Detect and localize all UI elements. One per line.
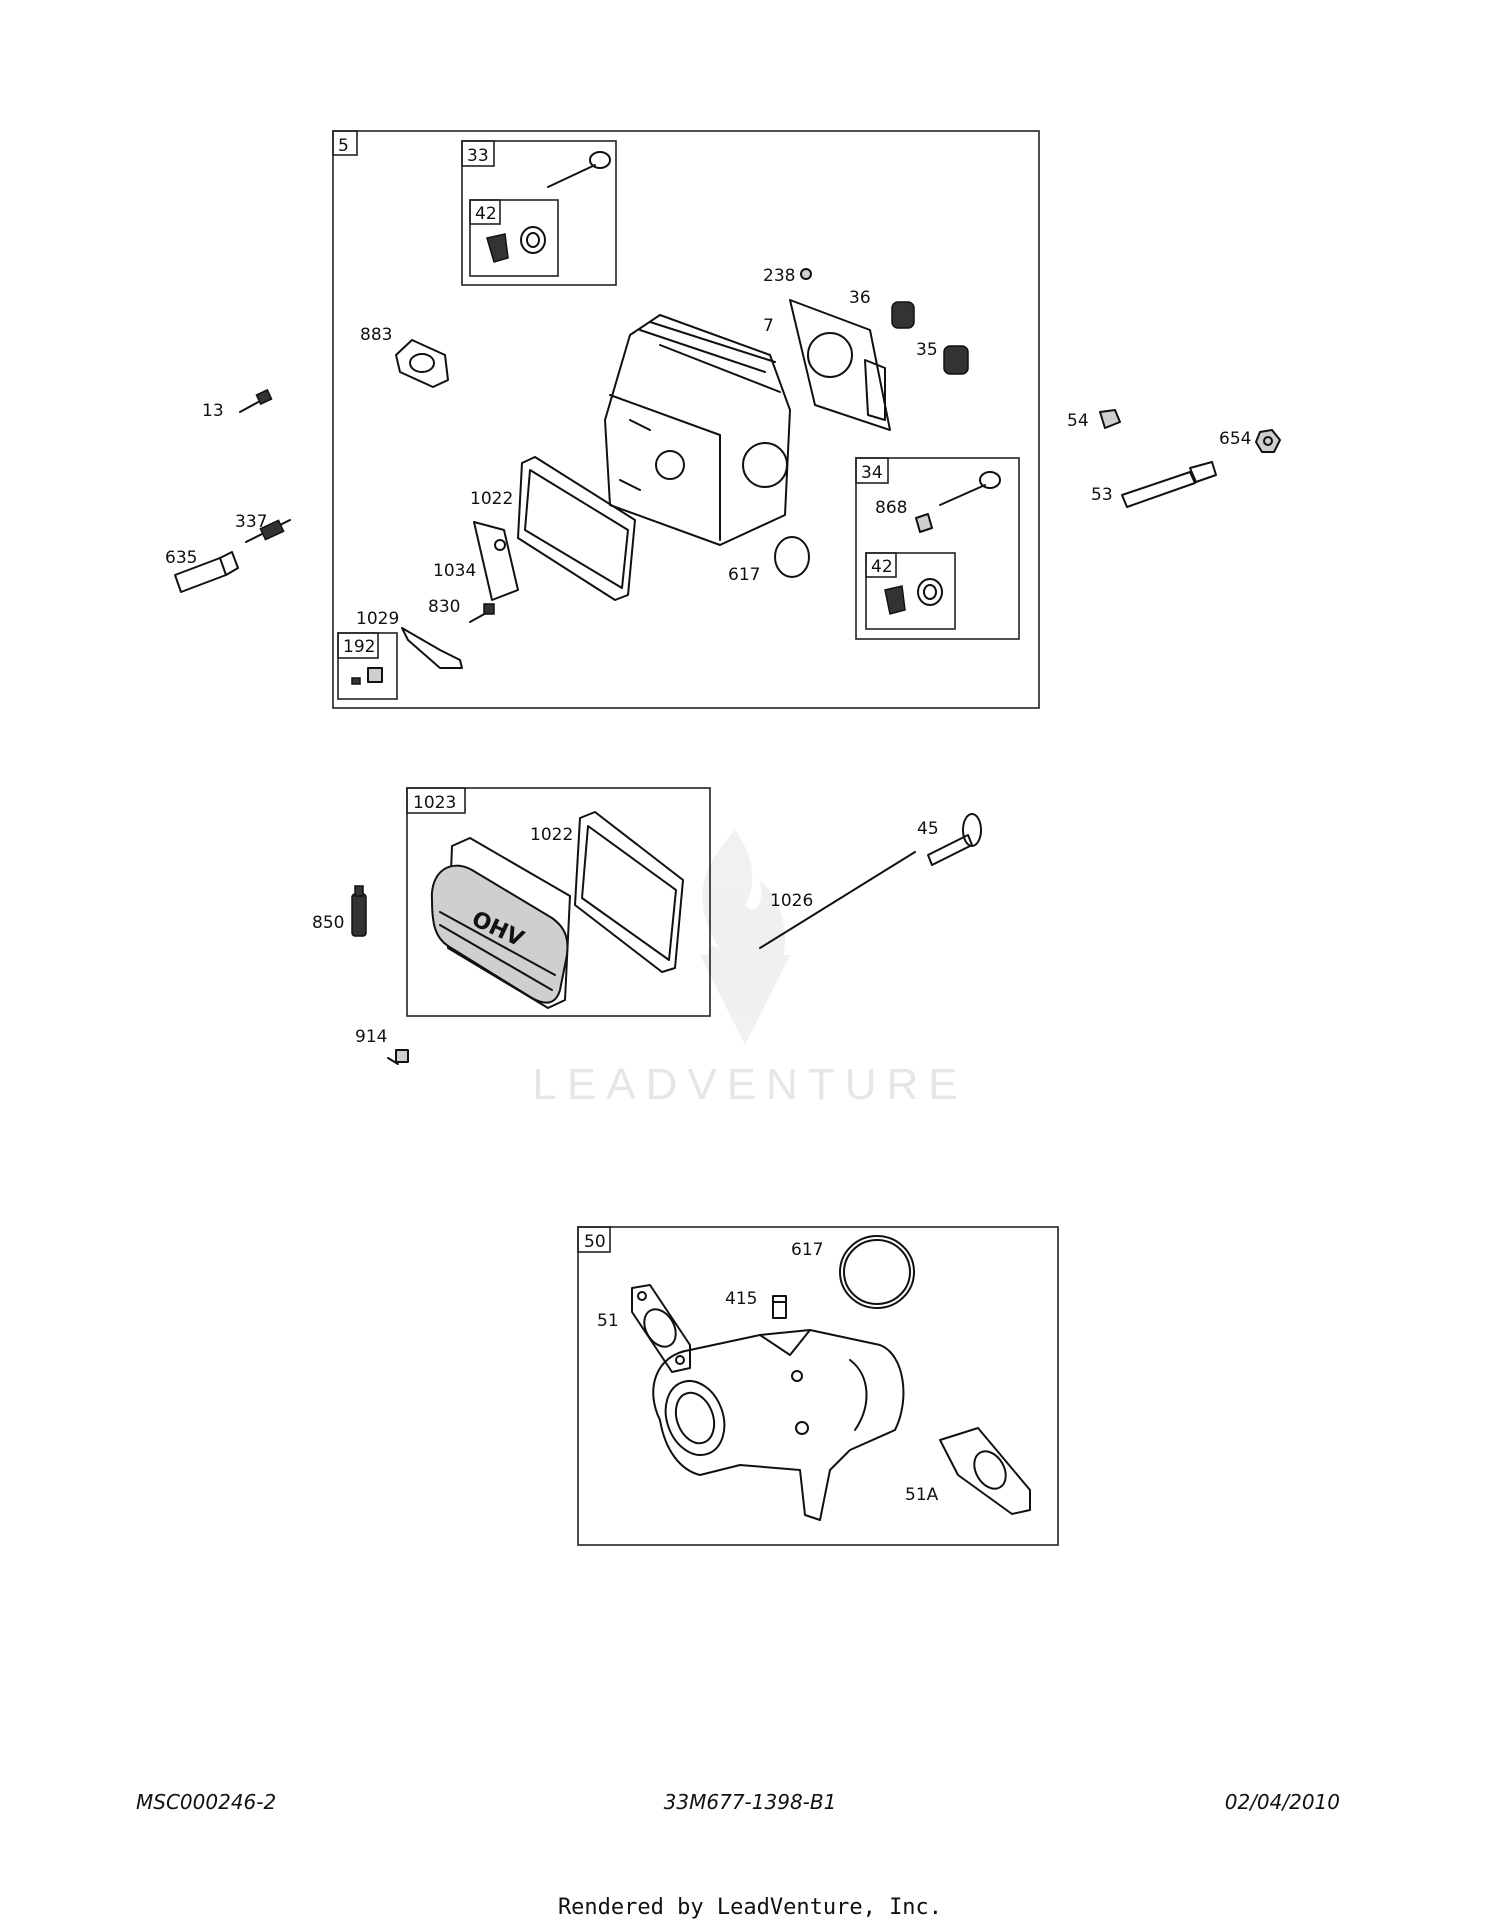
callout-830: 830 xyxy=(428,597,460,617)
part-13-bolt xyxy=(239,388,273,413)
box-42a-tab xyxy=(469,199,501,225)
footer-date: 02/04/2010 xyxy=(1224,1790,1340,1814)
callout-13: 13 xyxy=(202,401,224,421)
part-1022-valve-cover-gasket xyxy=(517,456,636,601)
callout-914: 914 xyxy=(355,1027,387,1047)
watermark-logo xyxy=(700,830,790,1045)
box-42b-tab xyxy=(865,552,897,578)
callout-45: 45 xyxy=(917,819,939,839)
part-valve-cover: OHV xyxy=(430,837,571,1009)
box-33-label: 33 xyxy=(467,146,489,166)
part-617-oring-bottom xyxy=(839,1235,915,1309)
box-42b-label: 42 xyxy=(871,557,893,577)
box-50-label: 50 xyxy=(584,1232,606,1252)
callout-238: 238 xyxy=(763,266,795,286)
callout-883: 883 xyxy=(360,325,392,345)
box-34-tab xyxy=(855,457,889,484)
callout-1022-mid: 1022 xyxy=(530,825,573,845)
callout-7: 7 xyxy=(763,316,774,336)
group-intake-manifold: 50 617 415 51 xyxy=(577,1226,1059,1546)
part-36-spring xyxy=(891,301,915,329)
callout-51a: 51A xyxy=(905,1485,939,1505)
callout-617-top: 617 xyxy=(728,565,760,585)
callout-654: 654 xyxy=(1219,429,1251,449)
part-415-plug xyxy=(772,1295,787,1319)
watermark-text: LEADVENTURE xyxy=(532,1060,968,1109)
callout-415: 415 xyxy=(725,1289,757,1309)
group-cylinder-head: 5 33 42 238 36 7 xyxy=(165,130,1281,709)
part-45-valve xyxy=(927,813,982,866)
callout-1026: 1026 xyxy=(770,891,813,911)
part-617-oring-top xyxy=(774,536,810,578)
box-33-tab xyxy=(461,140,495,167)
callout-868: 868 xyxy=(875,498,907,518)
rendered-by-credit: Rendered by LeadVenture, Inc. xyxy=(557,1895,943,1920)
part-1022-gasket-mid xyxy=(574,811,684,973)
callout-54: 54 xyxy=(1067,411,1089,431)
callout-635: 635 xyxy=(165,548,197,568)
box-34-frame xyxy=(855,457,1020,640)
box-34-label: 34 xyxy=(861,463,883,483)
callout-36: 36 xyxy=(849,288,871,308)
part-51a-gasket xyxy=(939,1427,1031,1515)
part-1029-bracket xyxy=(401,627,463,669)
part-1034-plate xyxy=(473,521,519,601)
box-50-frame xyxy=(577,1226,1059,1546)
group-valve-cover: 1023 1022 OHV 850 914 1026 xyxy=(312,787,982,1065)
box-50-tab xyxy=(577,1226,611,1253)
part-868-retainer xyxy=(915,513,933,533)
part-238-nut xyxy=(800,268,812,280)
box-5-label: 5 xyxy=(338,136,349,156)
box-5-tab xyxy=(332,130,358,156)
part-830-screw xyxy=(469,603,495,623)
exhaust-valve-part xyxy=(939,471,1001,506)
part-635-boot xyxy=(174,551,239,593)
part-850-sealant-tube xyxy=(351,885,367,937)
callout-53: 53 xyxy=(1091,485,1113,505)
footer-center-code: 33M677-1398-B1 xyxy=(663,1790,837,1814)
box-33-frame xyxy=(461,140,617,286)
part-35-spring xyxy=(943,345,969,375)
callout-1022-top: 1022 xyxy=(470,489,513,509)
callout-1029: 1029 xyxy=(356,609,399,629)
part-192-screw xyxy=(351,667,383,685)
box-1023-tab xyxy=(406,787,466,814)
part-914-screw xyxy=(387,1049,409,1065)
callout-51: 51 xyxy=(597,1311,619,1331)
box-42a-frame xyxy=(469,199,559,277)
callout-617-bottom: 617 xyxy=(791,1240,823,1260)
box-42b-frame xyxy=(865,552,956,630)
part-cylinder-head xyxy=(604,314,791,546)
part-337-spark-plug xyxy=(245,519,291,543)
part-7-head-gasket xyxy=(789,299,891,431)
part-53-stud xyxy=(1121,461,1217,508)
callout-35: 35 xyxy=(916,340,938,360)
box-192-label: 192 xyxy=(343,637,375,657)
box-1023-label: 1023 xyxy=(413,793,456,813)
part-51-gasket xyxy=(631,1284,691,1373)
intake-valve-part xyxy=(547,151,611,188)
callout-337: 337 xyxy=(235,512,267,532)
part-54-bolt xyxy=(1099,409,1121,429)
box-5-frame xyxy=(332,130,1040,709)
part-1026-push-rod xyxy=(759,851,916,949)
valve-seal-part-b xyxy=(884,578,943,615)
box-192-tab xyxy=(337,632,379,659)
part-883-gasket xyxy=(395,339,449,388)
box-42a-label: 42 xyxy=(475,204,497,224)
callout-850: 850 xyxy=(312,913,344,933)
callout-1034: 1034 xyxy=(433,561,476,581)
valve-seal-part-a xyxy=(486,226,546,263)
box-1023-frame xyxy=(406,787,711,1017)
part-intake-manifold xyxy=(652,1329,905,1521)
footer-left-code: MSC000246-2 xyxy=(136,1790,277,1814)
part-654-nut xyxy=(1255,429,1281,453)
